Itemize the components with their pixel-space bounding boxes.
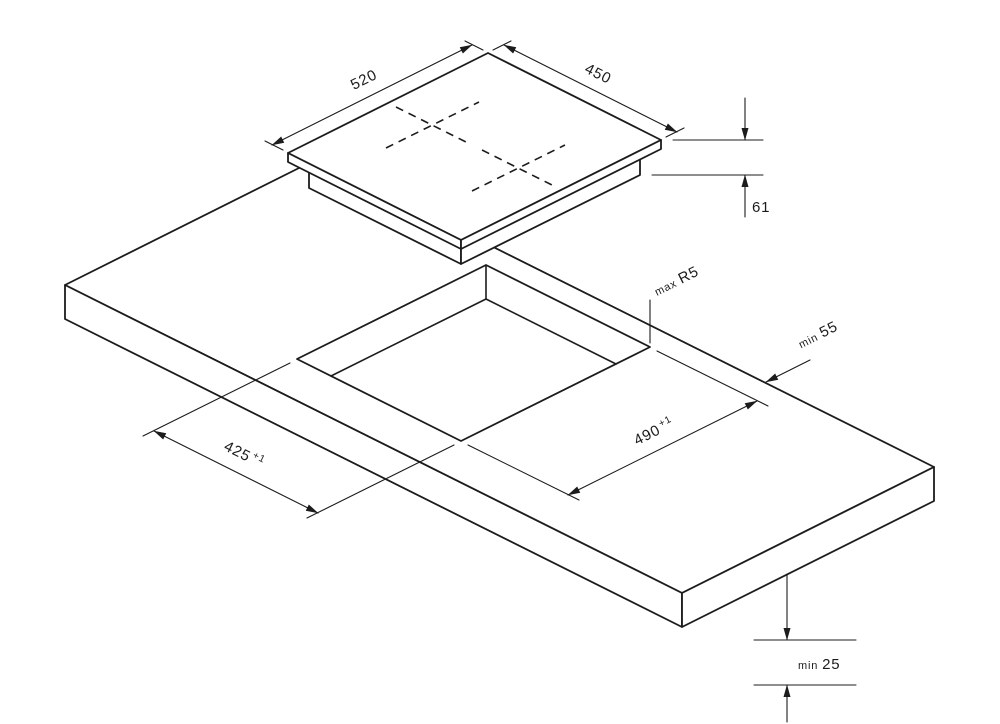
label-min: min bbox=[797, 331, 820, 351]
ext-line bbox=[464, 40, 484, 51]
annotation-rear-clearance: min55 bbox=[765, 318, 841, 383]
label-min-25: min 25 bbox=[798, 656, 840, 673]
ext-line bbox=[467, 444, 580, 501]
dim-line bbox=[271, 44, 473, 146]
zone2-cross-line-a bbox=[471, 144, 566, 192]
countertop-front-right-face bbox=[681, 466, 935, 628]
dim-line bbox=[503, 44, 678, 133]
label-425-tolerance: +1 bbox=[251, 450, 268, 466]
label-hob-width-520: 520 bbox=[348, 66, 380, 93]
label-25: 25 bbox=[822, 656, 840, 673]
dim-line bbox=[153, 430, 319, 514]
dimension-bottom-clearance: min 25 bbox=[753, 573, 857, 723]
label-55: 55 bbox=[817, 318, 841, 341]
dimension-hob-height: 61 bbox=[651, 97, 770, 218]
label-r5: R5 bbox=[676, 263, 702, 287]
cooktop-glass-front-right-edge bbox=[460, 139, 662, 250]
label-hob-depth-450: 450 bbox=[582, 60, 614, 87]
leader-arrow bbox=[765, 359, 811, 383]
label-hob-height-61: 61 bbox=[752, 199, 770, 216]
ext-line bbox=[665, 127, 685, 138]
ext-line bbox=[492, 40, 512, 51]
label-cutout-depth-425: 425+1 bbox=[221, 437, 267, 472]
label-max: max bbox=[653, 278, 679, 299]
dim-line bbox=[567, 400, 758, 496]
ext-line bbox=[264, 140, 284, 151]
worktop-cutout bbox=[296, 264, 651, 442]
label-490-tolerance: +1 bbox=[657, 414, 674, 430]
ext-line bbox=[306, 444, 455, 519]
label-min-55: min55 bbox=[795, 318, 841, 352]
label-425: 425 bbox=[221, 438, 253, 465]
ext-line bbox=[656, 350, 769, 407]
ext-line bbox=[142, 362, 291, 437]
dimension-cutout-width: 490+1 bbox=[467, 350, 769, 501]
label-max-r5: maxR5 bbox=[651, 263, 702, 300]
label-min: min bbox=[798, 660, 818, 672]
cutout-opening bbox=[296, 264, 651, 442]
